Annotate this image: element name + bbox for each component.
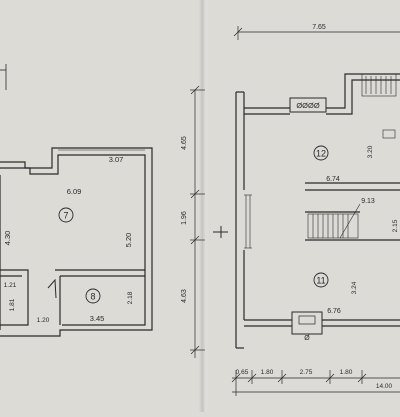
dim-room12-height: 3.20 [367,145,374,158]
dim-room7-width: 6.09 [67,187,82,196]
fireplace-box [291,311,323,335]
stove-box [289,97,327,113]
dim-overall-top: 7.65 [312,24,326,31]
vertical-dimension-chain [190,85,228,358]
dim-room11-width: 6.76 [327,308,341,315]
sink-mark [382,129,396,139]
fireplace-inner [298,315,316,325]
dim-bottom-seg-3: 2.75 [300,369,313,376]
dim-bottom-seg-4: 1.80 [340,369,353,376]
dim-room7-right-height: 5.20 [124,233,133,248]
vertical-dimension-labels: 4.65 1.96 4.63 [181,136,188,303]
dim-bottom-seg-1: 0.65 [236,369,249,376]
dim-small-top: 1.21 [4,282,17,289]
dim-room8-height: 2.18 [127,291,134,304]
room-12-circle [313,145,329,161]
left-wall-windows [244,194,252,249]
dim-room7-left-height: 4.30 [3,231,12,246]
left-plan [0,64,153,337]
room-12-number: 12 [316,149,326,159]
room-8-circle [85,288,101,304]
paper-fold-shadow [199,0,209,412]
dim-room8-width: 3.45 [90,314,105,323]
fireplace-mark: Ø [304,335,310,342]
right-plan-walls [235,73,400,349]
dim-stair-height: 2.15 [392,219,399,232]
room-11-circle [313,272,329,288]
dim-vert-bottom: 4.63 [181,289,188,303]
dim-stair-width: 9.13 [361,198,375,205]
dim-vert-mid: 1.96 [181,211,188,225]
top-staircase [361,73,397,97]
right-plan-labels: 7.65 ØØØØ 12 3.20 6.74 9.13 2.15 11 3.24… [236,24,399,390]
stove-marks: ØØØØ [296,101,320,110]
dim-door-width: 1.20 [37,317,50,324]
dim-top-width: 3.07 [109,155,124,164]
mid-staircase [307,203,361,239]
room-7-circle [58,207,74,223]
right-plan [231,26,400,396]
dim-room12-width: 6.74 [326,176,340,183]
room-8-number: 8 [90,292,95,302]
dim-small-left: 1.81 [9,298,16,311]
dim-room11-height: 3.24 [351,281,358,294]
dim-vert-top: 4.65 [181,136,188,150]
top-dimension [233,26,400,40]
room-7-number: 7 [63,211,68,221]
left-plan-walls [0,147,153,337]
left-plan-labels: 3.07 6.09 4.30 5.20 7 8 1.21 1.81 1.20 3… [3,155,134,324]
dim-overall-bottom: 14.00 [376,383,393,390]
dim-bottom-seg-2: 1.80 [261,369,274,376]
bottom-dimension [231,370,400,396]
room-11-number: 11 [316,276,325,286]
